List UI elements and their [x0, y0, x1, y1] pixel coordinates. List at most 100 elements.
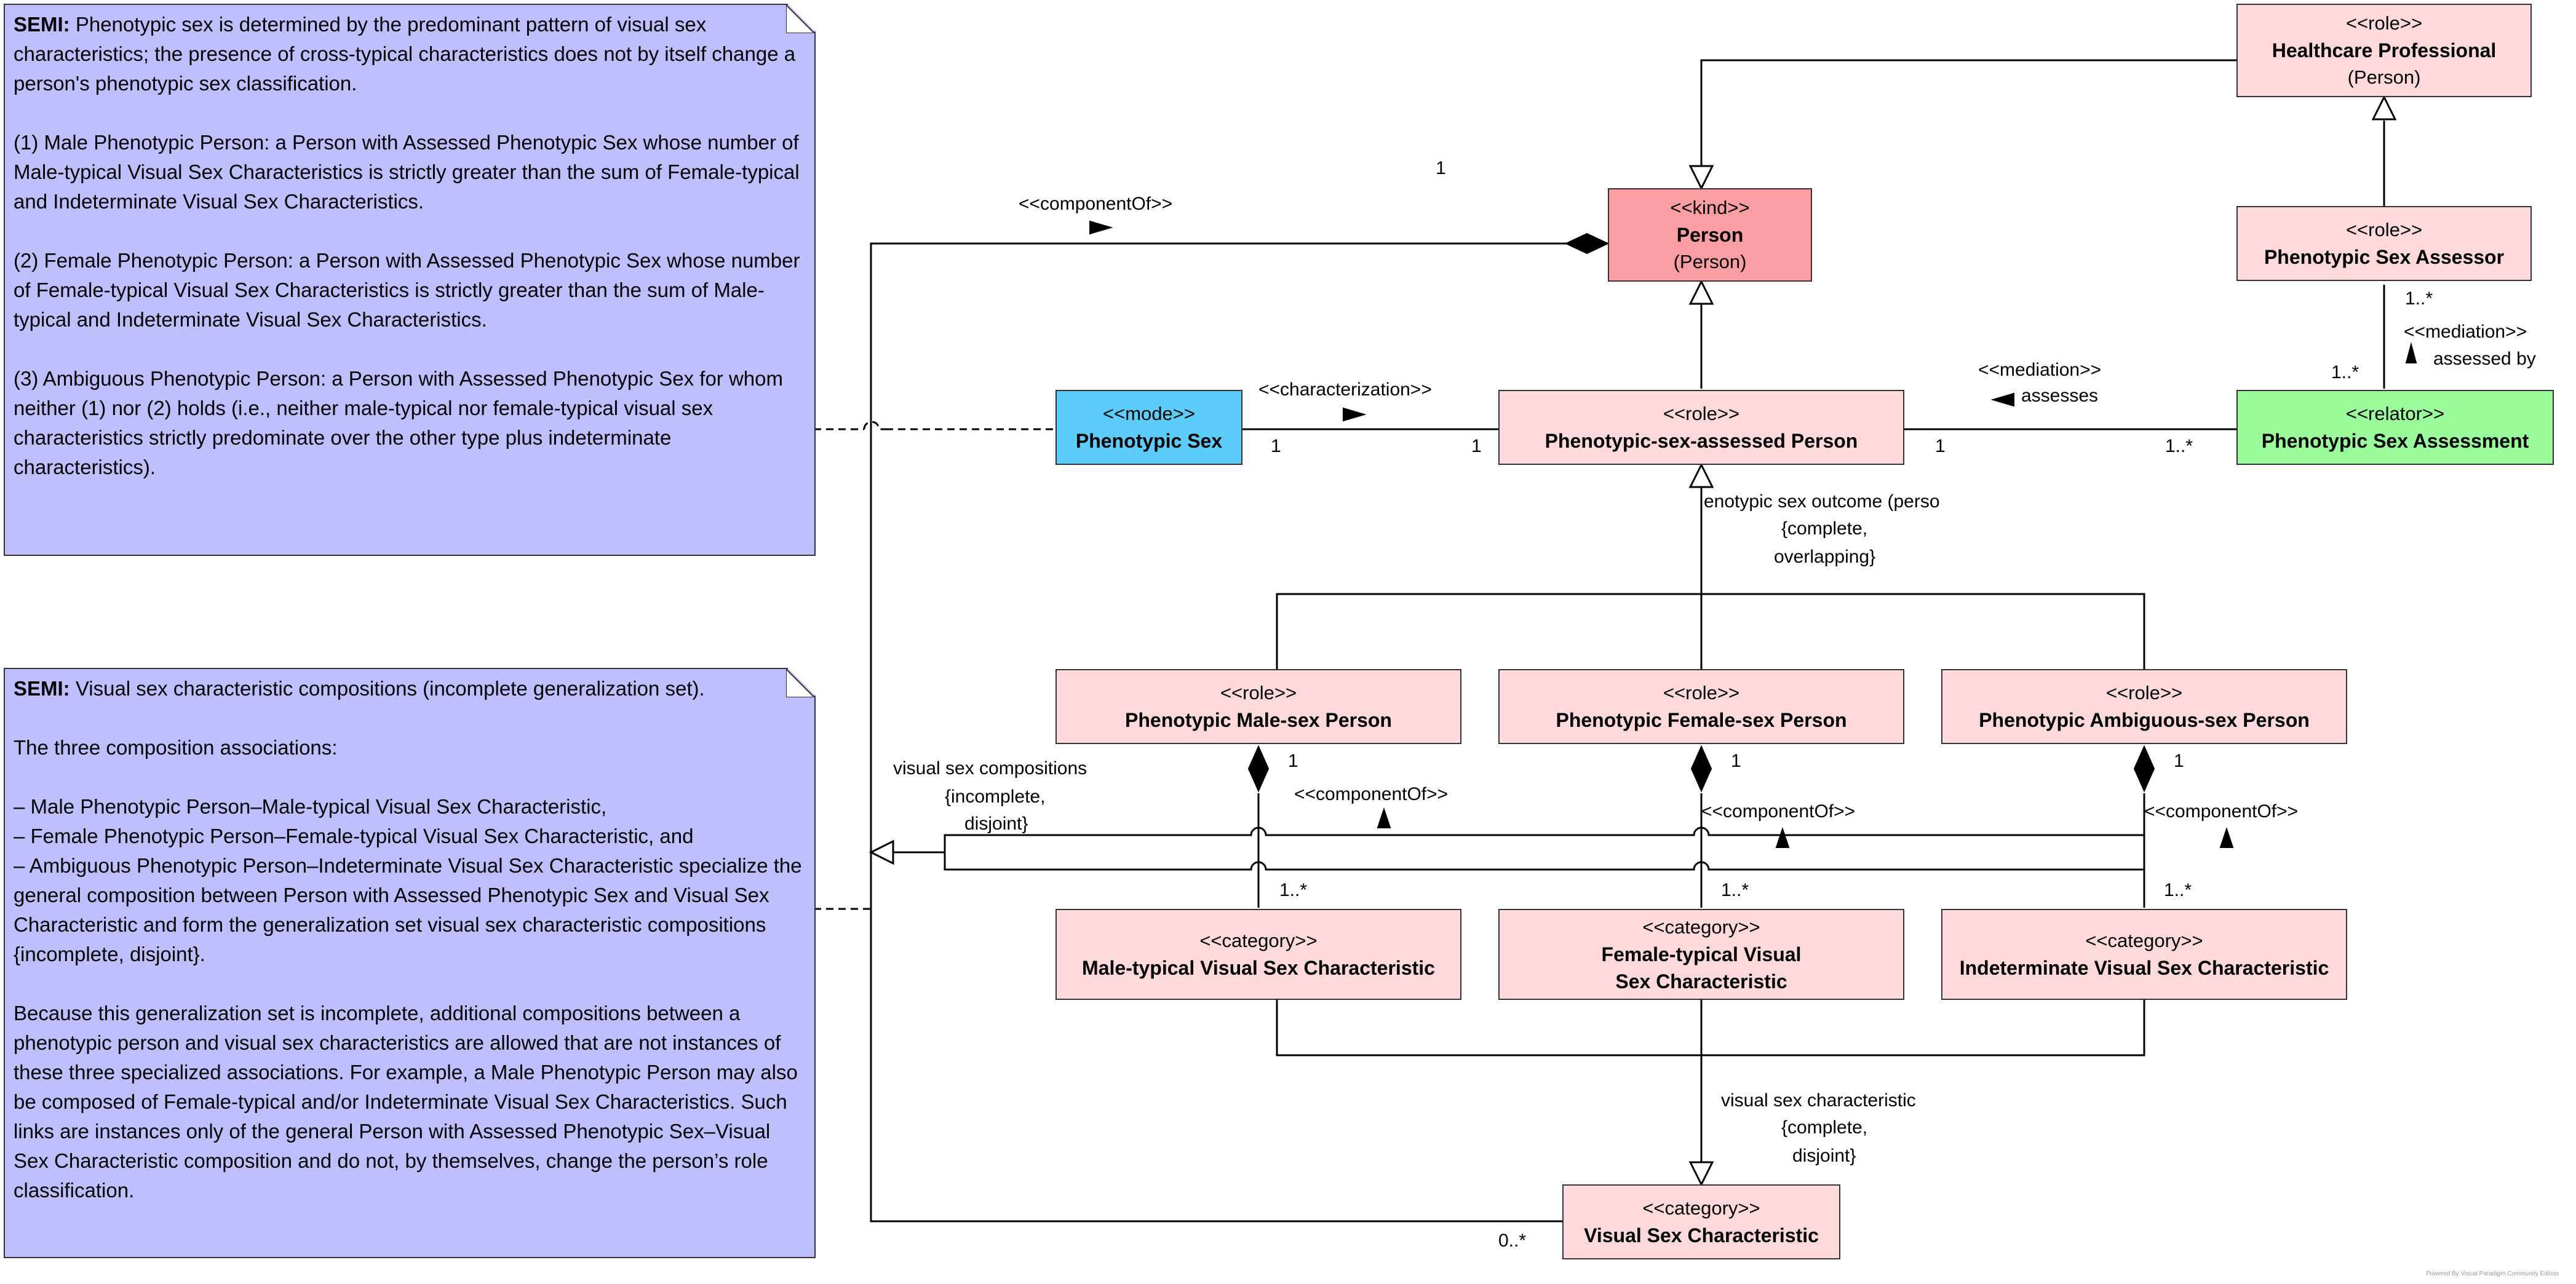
- note-rule-female: (2) Female Phenotypic Person: a Person w…: [14, 249, 800, 331]
- note-incomplete-explanation: Because this generalization set is incom…: [14, 1002, 798, 1202]
- class-indeterminate-visual-sex-characteristic[interactable]: <<category>> Indeterminate Visual Sex Ch…: [1941, 909, 2347, 1000]
- note-intro: Visual sex characteristic compositions (…: [75, 677, 705, 700]
- stereotype: <<category>>: [2085, 930, 2203, 951]
- genset-outcome-overlapping: overlapping}: [1774, 547, 1876, 567]
- genset-vsc-complete: {complete,: [1781, 1117, 1868, 1138]
- genset-outcome-complete: {complete,: [1781, 518, 1868, 539]
- direction-arrow-assesses: [1990, 392, 2014, 407]
- stereotype: <<role>>: [1663, 403, 1740, 424]
- note-rule-male: (1) Male Phenotypic Person: a Person wit…: [14, 131, 800, 213]
- stereotype: <<mode>>: [1103, 403, 1195, 424]
- class-name: Phenotypic-sex-assessed Person: [1544, 430, 1858, 452]
- note-fold-icon: [786, 5, 814, 33]
- genset-comp-bundle: [893, 826, 2144, 871]
- label-mediation-right: <<mediation>>: [2404, 322, 2527, 342]
- stereotype: <<role>>: [2345, 219, 2423, 240]
- stereotype: <<category>>: [1642, 1197, 1760, 1219]
- multiplicity-amb-one: 1: [2174, 751, 2184, 771]
- class-phenotypic-female-sex-person[interactable]: <<role>> Phenotypic Female-sex Person: [1498, 669, 1904, 744]
- note-compositions-heading: The three composition associations:: [14, 736, 338, 759]
- direction-arrow-comp-female: [1775, 826, 1790, 848]
- multiplicity-assessment-left: 1..*: [2165, 436, 2193, 456]
- assoc-component-person: [870, 242, 1608, 1223]
- watermark: Powered By Visual Paradigm Community Edi…: [2426, 1270, 2559, 1277]
- stereotype: <<relator>>: [2345, 403, 2445, 424]
- genset-vsc-name: visual sex characteristic: [1721, 1090, 1916, 1111]
- multiplicity-assessor: 1..*: [2405, 288, 2433, 309]
- class-name: Female-typical Visual Sex Characteristic: [1601, 943, 1802, 993]
- multiplicity-assessed-left: 1: [1471, 436, 1482, 456]
- class-phenotypic-sex-assessment[interactable]: <<relator>> Phenotypic Sex Assessment: [2236, 390, 2554, 465]
- stereotype: <<kind>>: [1670, 197, 1750, 218]
- semi-label: SEMI:: [14, 13, 70, 36]
- genset-vsc-tree: [1276, 1000, 2145, 1168]
- class-subtitle: (Person): [1673, 251, 1747, 272]
- stereotype: <<role>>: [2345, 12, 2423, 34]
- class-subtitle: (Person): [2347, 66, 2421, 88]
- class-name: Male-typical Visual Sex Characteristic: [1082, 957, 1435, 979]
- note-composition-female: – Female Phenotypic Person–Female-typica…: [14, 825, 694, 847]
- note-fold-icon: [786, 669, 814, 697]
- composition-diamond-amb: [2133, 745, 2155, 793]
- genset-comp-incomplete: {incomplete,: [945, 787, 1046, 807]
- multiplicity-female-one: 1: [1731, 751, 1741, 771]
- genset-outcome-name: enotypic sex outcome (perso: [1704, 491, 1940, 512]
- note-composition-ambiguous: – Ambiguous Phenotypic Person–Indetermin…: [14, 854, 802, 965]
- class-name: Phenotypic Sex Assessment: [2261, 430, 2529, 452]
- genset-comp-disjoint: disjoint}: [964, 814, 1028, 834]
- class-phenotypic-sex-assessed-person[interactable]: <<role>> Phenotypic-sex-assessed Person: [1498, 390, 1904, 465]
- class-phenotypic-sex-assessor[interactable]: <<role>> Phenotypic Sex Assessor: [2236, 206, 2532, 281]
- multiplicity-vsc: 0..*: [1498, 1230, 1527, 1251]
- class-female-typical-visual-sex-characteristic[interactable]: <<category>> Female-typical Visual Sex C…: [1498, 909, 1904, 1000]
- class-phenotypic-male-sex-person[interactable]: <<role>> Phenotypic Male-sex Person: [1055, 669, 1461, 744]
- stereotype: <<category>>: [1199, 930, 1318, 951]
- class-name: Person: [1676, 224, 1744, 246]
- gen-arrowhead-note: [869, 839, 894, 865]
- stereotype: <<role>>: [2105, 682, 2183, 703]
- gen-arrowhead-assessed: [1688, 462, 1714, 488]
- class-phenotypic-ambiguous-sex-person[interactable]: <<role>> Phenotypic Ambiguous-sex Person: [1941, 669, 2347, 744]
- class-phenotypic-sex-mode[interactable]: <<mode>> Phenotypic Sex: [1055, 390, 1242, 465]
- class-name: Phenotypic Ambiguous-sex Person: [1979, 709, 2310, 731]
- gen-arrowhead-person-bottom: [1688, 279, 1714, 305]
- class-person[interactable]: <<kind>> Person (Person): [1608, 188, 1812, 282]
- class-name: Visual Sex Characteristic: [1584, 1224, 1819, 1246]
- class-healthcare-professional[interactable]: <<role>> Healthcare Professional (Person…: [2236, 4, 2532, 97]
- multiplicity-assessed-right: 1: [1935, 436, 1946, 456]
- direction-arrow-component-top: [1089, 220, 1113, 235]
- semi-note-compositions: SEMI: Visual sex characteristic composit…: [4, 668, 816, 1258]
- class-name: Phenotypic Sex Assessor: [2264, 246, 2505, 268]
- label-component-of-female: <<componentOf>>: [1701, 801, 1856, 822]
- multiplicity-female-many: 1..*: [1721, 880, 1749, 900]
- gen-arrowhead-person-top: [1688, 165, 1714, 191]
- stereotype: <<role>>: [1663, 682, 1740, 703]
- gen-healthcare-person: [1700, 59, 2236, 172]
- class-name: Indeterminate Visual Sex Characteristic: [1959, 957, 2329, 979]
- stereotype: <<role>>: [1220, 682, 1297, 703]
- composition-diamond-female: [1690, 745, 1712, 793]
- gen-arrowhead-vsc: [1688, 1161, 1714, 1187]
- composition-diamond-male: [1247, 745, 1270, 793]
- multiplicity-amb-many: 1..*: [2164, 880, 2192, 900]
- class-name: Phenotypic Male-sex Person: [1125, 709, 1392, 731]
- composition-diamond-person: [1564, 232, 1610, 255]
- multiplicity-male-many: 1..*: [1279, 880, 1308, 900]
- label-mediation-left: <<mediation>>: [1978, 360, 2102, 380]
- multiplicity-person-top: 1: [1436, 158, 1446, 178]
- note-intro: Phenotypic sex is determined by the pred…: [14, 13, 796, 95]
- class-visual-sex-characteristic[interactable]: <<category>> Visual Sex Characteristic: [1562, 1184, 1840, 1259]
- class-male-typical-visual-sex-characteristic[interactable]: <<category>> Male-typical Visual Sex Cha…: [1055, 909, 1461, 1000]
- class-name: Phenotypic Female-sex Person: [1556, 709, 1847, 731]
- label-component-of-male: <<componentOf>>: [1294, 784, 1449, 804]
- semi-note-phenotypic-sex: SEMI: Phenotypic sex is determined by th…: [4, 4, 816, 556]
- class-name: Phenotypic Sex: [1075, 430, 1223, 452]
- direction-arrow-comp-male: [1377, 807, 1391, 828]
- note-composition-male: – Male Phenotypic Person–Male-typical Vi…: [14, 795, 607, 818]
- multiplicity-mode: 1: [1271, 436, 1281, 456]
- label-characterization: <<characterization>>: [1258, 379, 1432, 400]
- label-component-of-top: <<componentOf>>: [1019, 194, 1173, 214]
- label-assessed-by: assessed by: [2433, 349, 2536, 369]
- genset-comp-name: visual sex compositions: [893, 758, 1087, 779]
- semi-label: SEMI:: [14, 677, 70, 700]
